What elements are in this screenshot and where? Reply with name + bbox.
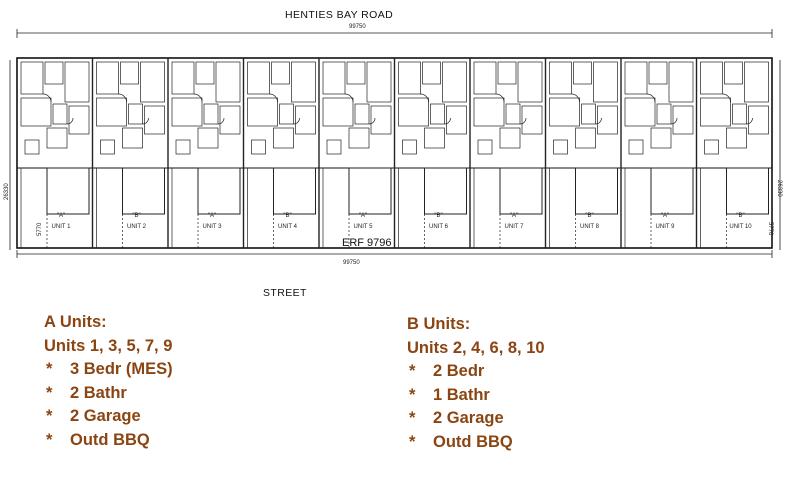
erf-label: ERF 9796 (342, 237, 392, 249)
unit-plan (544, 58, 618, 248)
legend-a-unit-list: Units 1, 3, 5, 7, 9 (44, 336, 173, 355)
legend-a-units: A Units: Units 1, 3, 5, 7, 9 3 Bedr (MES… (44, 311, 173, 452)
unit-plan (469, 58, 543, 248)
road-label-bottom: STREET (263, 287, 307, 299)
legend-a-item: 2 Bathr (44, 382, 173, 406)
legend-b-item: 1 Bathr (407, 384, 545, 408)
unit-type-label: "B" (283, 213, 291, 219)
unit-plan (393, 58, 467, 248)
dim-left: 26330 (4, 183, 10, 200)
legend-a-title: A Units: (44, 313, 107, 331)
unit-plan (620, 58, 694, 248)
legend-b-item: Outd BBQ (407, 431, 545, 455)
unit-type-label: "A" (57, 213, 65, 219)
road-label-top: HENTIES BAY ROAD (285, 9, 394, 21)
dim-left-lower: 5770 (37, 222, 43, 236)
legend-b-unit-list: Units 2, 4, 6, 8, 10 (407, 338, 545, 357)
unit-plan (318, 58, 392, 248)
legend-a-item: 2 Garage (44, 405, 173, 429)
unit-name-label: UNIT 8 (580, 224, 600, 230)
unit-plan (20, 61, 90, 248)
legend-b-item: 2 Bedr (407, 360, 545, 384)
unit-type-label: "A" (208, 213, 216, 219)
unit-plan (695, 58, 769, 248)
unit-type-label: "A" (510, 213, 518, 219)
legend-a-item: 3 Bedr (MES) (44, 358, 173, 382)
unit-plan (167, 58, 241, 248)
unit-type-label: "B" (434, 213, 442, 219)
unit-name-label: UNIT 2 (127, 224, 147, 230)
unit-name-label: UNIT 7 (505, 224, 525, 230)
dim-top: 99750 (349, 24, 366, 30)
dim-bottom: 99750 (343, 260, 360, 266)
unit-plan (242, 58, 316, 248)
unit-type-label: "A" (661, 213, 669, 219)
dim-right: 26330 (776, 180, 782, 197)
unit-type-label: "A" (359, 213, 367, 219)
unit-name-label: UNIT 3 (203, 224, 223, 230)
legend-b-title: B Units: (407, 315, 471, 333)
legend-a-item: Outd BBQ (44, 429, 173, 453)
unit-name-label: UNIT 4 (278, 224, 298, 230)
unit-type-label: "B" (736, 213, 744, 219)
unit-name-label: UNIT 6 (429, 224, 449, 230)
unit-name-label: UNIT 10 (729, 224, 752, 230)
unit-type-label: "B" (132, 213, 140, 219)
site-plan: 99750 99750 26330 26330 5770 5770 "A" UNI… (4, 24, 782, 266)
unit-plan (91, 58, 165, 248)
unit-name-label: UNIT 5 (354, 224, 374, 230)
dim-right-lower: 5770 (767, 222, 773, 236)
legend-b-item: 2 Garage (407, 407, 545, 431)
unit-name-label: UNIT 1 (52, 224, 72, 230)
unit-type-label: "B" (585, 213, 593, 219)
unit-name-label: UNIT 9 (656, 224, 676, 230)
legend-b-units: B Units: Units 2, 4, 6, 8, 10 2 Bedr 1 B… (407, 313, 545, 454)
